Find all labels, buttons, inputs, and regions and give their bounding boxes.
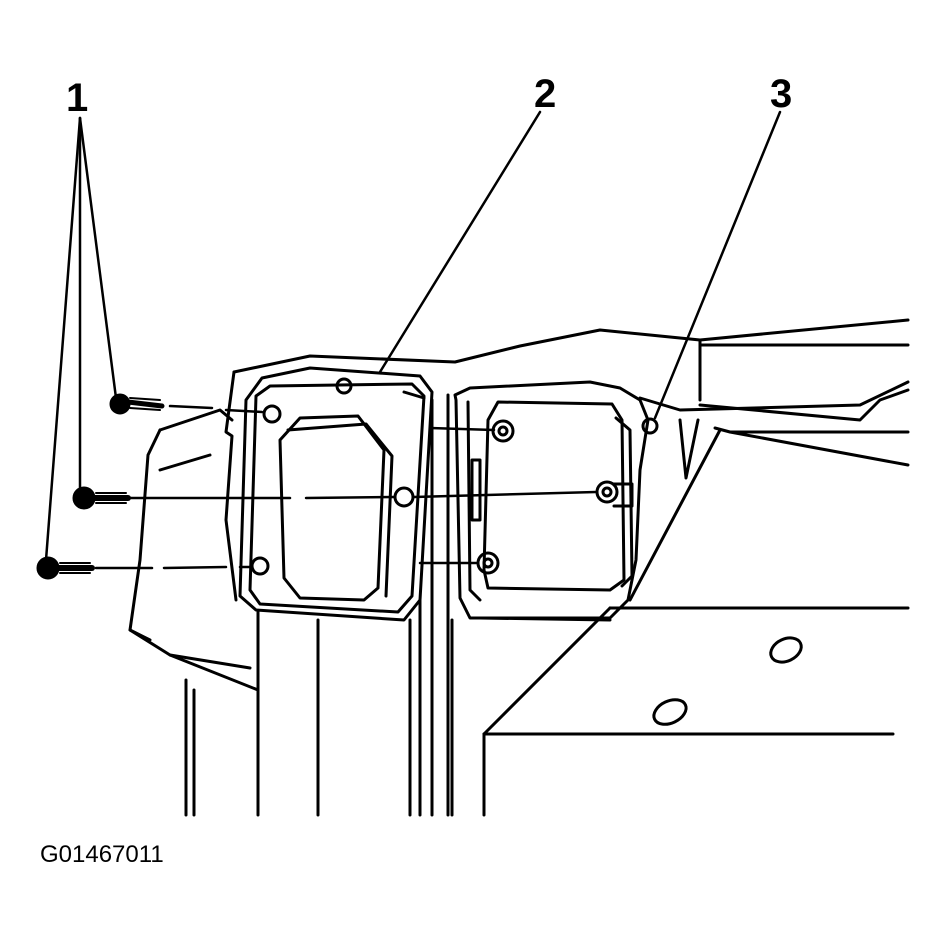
nut-middle (595, 480, 619, 504)
leader-2 (378, 110, 542, 374)
right-housing (453, 380, 650, 620)
leader-3 (653, 110, 782, 420)
bolt-holes (250, 404, 659, 576)
callout-label-3: 3 (770, 72, 793, 116)
leader-1-upper (78, 116, 118, 400)
upper-body-panel (232, 318, 910, 480)
access-hole (652, 698, 688, 726)
figure-identifier: G01467011 (40, 841, 164, 868)
bracket-hole (335, 377, 353, 395)
left-housing (128, 370, 260, 692)
bolt-upper (109, 393, 165, 415)
bolt-hole-lower (250, 556, 270, 576)
nut-upper (491, 419, 515, 443)
access-hole (769, 636, 803, 664)
bolt-hole-middle (393, 486, 415, 508)
locating-hole (641, 417, 659, 435)
lower-body-structure (478, 428, 910, 817)
bolt-lower (36, 556, 95, 580)
nut-lower (476, 551, 500, 575)
callout-label-2: 2 (534, 72, 557, 116)
control-module (482, 400, 634, 592)
callout-label-1: 1 (66, 76, 89, 120)
alignment-lines (94, 404, 598, 570)
leader-1-lower (44, 116, 82, 562)
leader-lines (44, 110, 782, 562)
bolt-hole-upper (262, 404, 282, 424)
pillar-verticals (184, 393, 454, 817)
bolt-middle (72, 486, 131, 510)
